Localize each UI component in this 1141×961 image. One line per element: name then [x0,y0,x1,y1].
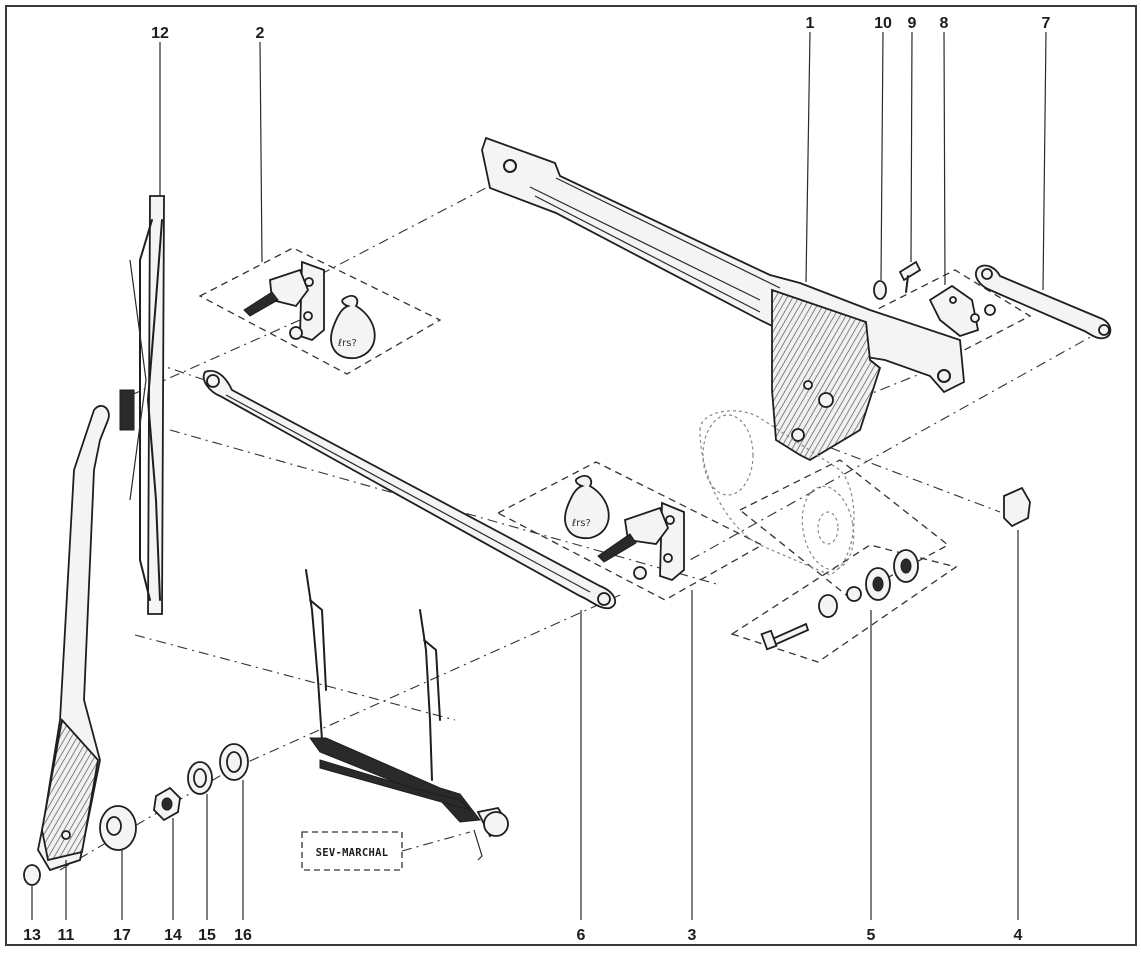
installed-system-sketch [305,569,510,861]
link-rod-long [202,370,617,610]
part-label-15: 15 [198,927,216,944]
motor-ghost-outline [699,410,855,576]
guide-lines [59,177,1104,871]
part-label-1: 1 [806,15,815,32]
grease-bag-right-text: ℓrs? [572,518,591,529]
wiper-pivot-left [243,260,325,342]
leader-lines [31,31,1047,920]
part-label-2: 2 [256,25,265,42]
group-box-8 [866,269,1032,361]
lock-washer-16 [219,743,249,781]
part-label-11: 11 [58,927,75,944]
group-box-3 [496,461,764,601]
part-label-14: 14 [164,927,182,944]
page-frame [5,5,1137,946]
brand-tag-text: SEV-MARCHAL [316,847,389,859]
link-rod-short [975,264,1112,340]
group-box-5 [730,544,958,663]
main-frame-bar [481,136,965,394]
washer-10 [873,280,887,300]
part-label-5: 5 [867,927,876,944]
clip-4 [1003,486,1031,528]
nut-14 [153,786,181,822]
group-box-motor [738,459,950,599]
part-label-4: 4 [1014,927,1023,944]
part-label-16: 16 [234,927,252,944]
group-box-2 [198,247,442,375]
part-label-17: 17 [113,927,131,944]
bracket-8 [928,284,996,338]
grease-bag-left-text: ℓrs? [338,338,357,349]
mounting-plate [771,288,882,462]
part-label-8: 8 [940,15,949,32]
brand-tag: SEV-MARCHAL [301,831,471,871]
wiper-pivot-right [597,501,685,582]
part-label-9: 9 [908,15,917,32]
part-label-3: 3 [688,927,697,944]
grease-bag-right: ℓrs? [564,474,610,539]
part-label-13: 13 [23,927,41,944]
wiper-arm-11 [37,405,110,872]
part-label-12: 12 [151,25,169,42]
wiper-blade-12 [119,195,165,615]
motor-mount-hardware [760,549,919,651]
washer-15 [187,761,213,795]
bolt-9 [898,260,922,293]
grease-bag-left: ℓrs? [330,294,376,359]
bushing-17 [99,805,137,851]
part-labels: 1 2 3 4 5 6 7 8 9 10 11 12 13 14 15 16 1… [23,15,1050,944]
part-label-7: 7 [1042,15,1051,32]
part-label-6: 6 [577,927,586,944]
part-label-10: 10 [874,15,892,32]
cap-13 [23,864,41,886]
